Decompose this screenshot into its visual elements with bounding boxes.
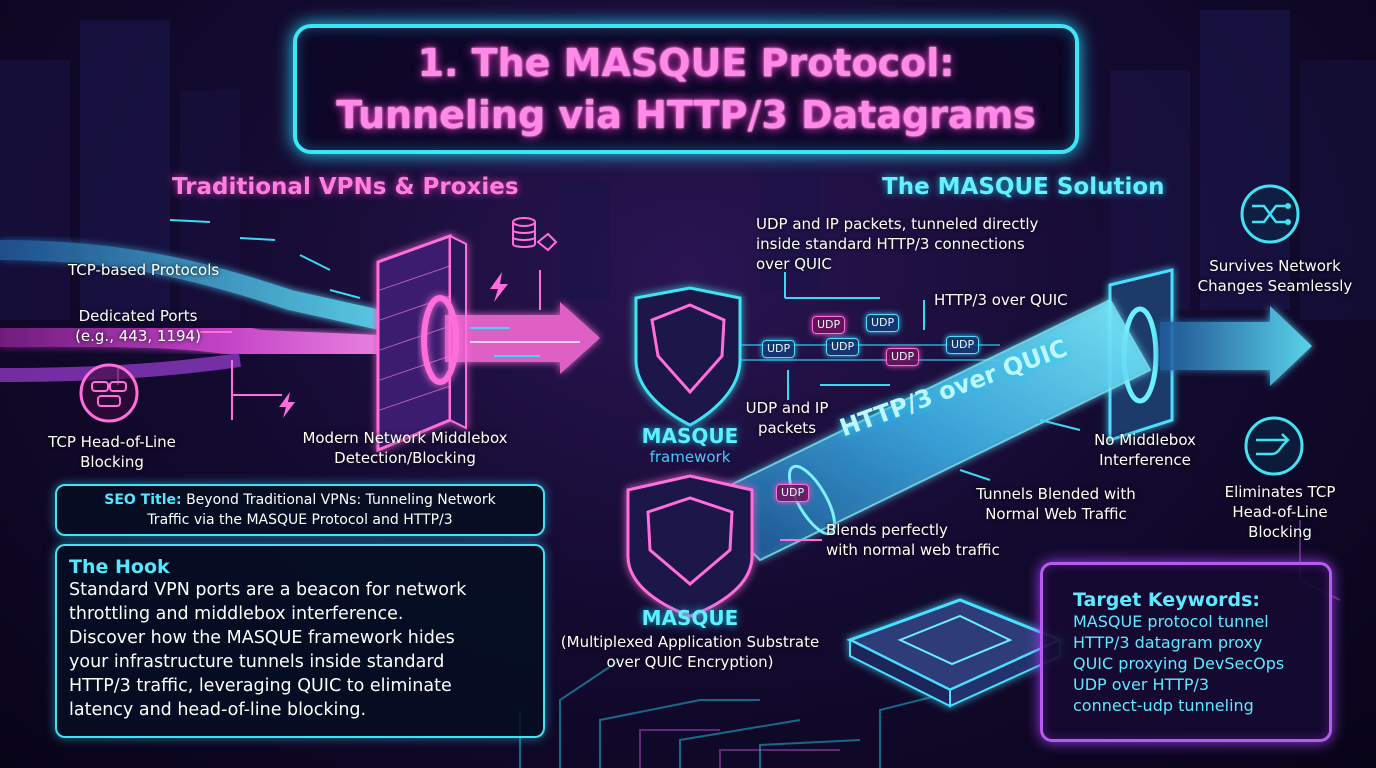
udp-packet: UDP: [826, 338, 860, 356]
hook-line-3: Discover how the MASQUE framework hides: [69, 628, 455, 648]
masque-framework-title: MASQUE: [641, 424, 739, 448]
cars-traffic-jam-icon: [78, 362, 140, 424]
keywords-title: Target Keywords:: [1073, 589, 1261, 611]
title-line-2: Tunneling via HTTP/3 Datagrams: [336, 93, 1036, 137]
keyword-item: QUIC proxying DevSecOps: [1073, 654, 1285, 673]
seo-title-panel: SEO Title: Beyond Traditional VPNs: Tunn…: [55, 484, 545, 536]
udp-ip-packets-label: UDP and IP packets: [732, 398, 842, 438]
title-line-1: 1. The MASQUE Protocol:: [417, 41, 955, 85]
hook-line-2: throttling and middlebox interference.: [69, 604, 404, 624]
ports-line-1: Dedicated Ports: [78, 307, 198, 325]
eliminates-line-3: Blocking: [1248, 523, 1312, 541]
hook-line-1: Standard VPN ports are a beacon for netw…: [69, 580, 467, 600]
udp-packet: UDP: [866, 314, 900, 332]
masque-title: MASQUE: [641, 606, 739, 630]
seo-title-text: SEO Title: Beyond Traditional VPNs: Tunn…: [104, 490, 496, 530]
no-middlebox-line-2: Interference: [1099, 451, 1191, 469]
hol-line-1: TCP Head-of-Line: [48, 433, 176, 451]
udp-ip-tunneled-label: UDP and IP packets, tunneled directly in…: [756, 214, 1038, 274]
keyword-item: UDP over HTTP/3: [1073, 675, 1210, 694]
eliminates-line-2: Head-of-Line: [1232, 503, 1328, 521]
keyword-item: MASQUE protocol tunnel: [1073, 612, 1269, 631]
seo-line-2: Traffic via the MASQUE Protocol and HTTP…: [147, 512, 453, 528]
dedicated-ports-label: Dedicated Ports (e.g., 443, 1194): [60, 306, 216, 346]
hook-title: The Hook: [69, 556, 170, 578]
lightning-bolt-icon-small: [276, 392, 298, 418]
udp-ip-line-2: inside standard HTTP/3 connections: [756, 235, 1025, 253]
network-shuffle-icon: [1238, 182, 1302, 246]
keyword-item: HTTP/3 datagram proxy: [1073, 633, 1263, 652]
udp-ip-line-1: UDP and IP packets, tunneled directly: [756, 215, 1039, 233]
http3-quic-label: HTTP/3 over QUIC: [934, 291, 1068, 309]
merge-arrows-icon: [1242, 414, 1306, 478]
keyword-item: connect-udp tunneling: [1073, 696, 1254, 715]
masque-solution-heading: The MASQUE Solution: [882, 174, 1165, 200]
udp-packet-tube: UDP: [776, 484, 810, 502]
no-middlebox-label: No Middlebox Interference: [1070, 430, 1220, 470]
seo-line-1: Beyond Traditional VPNs: Tunneling Netwo…: [186, 492, 496, 508]
eliminates-label: Eliminates TCP Head-of-Line Blocking: [1200, 482, 1360, 542]
title-banner: 1. The MASQUE Protocol: Tunneling via HT…: [293, 24, 1079, 154]
hol-blocking-label: TCP Head-of-Line Blocking: [32, 432, 192, 472]
database-stack-icon: [508, 214, 558, 266]
udp-packets-line-2: packets: [757, 419, 817, 437]
tunnels-line-2: Normal Web Traffic: [985, 505, 1127, 523]
traditional-heading: Traditional VPNs & Proxies: [172, 174, 519, 200]
lightning-bolt-icon: [486, 272, 512, 302]
udp-packet: UDP: [762, 340, 796, 358]
udp-ip-line-3: over QUIC: [756, 255, 832, 273]
middlebox-label: Modern Network Middlebox Detection/Block…: [280, 428, 530, 468]
middlebox-line-2: Detection/Blocking: [334, 449, 476, 467]
ports-line-2: (e.g., 443, 1194): [75, 327, 201, 345]
survives-label: Survives Network Changes Seamlessly: [1180, 256, 1370, 296]
hook-line-5: HTTP/3 traffic, leveraging QUIC to elimi…: [69, 676, 452, 696]
survives-line-2: Changes Seamlessly: [1197, 277, 1353, 295]
udp-packet: UDP: [812, 316, 846, 334]
tunnels-blended-label: Tunnels Blended with Normal Web Traffic: [956, 484, 1156, 524]
masque-framework-sub: framework: [649, 448, 731, 466]
no-middlebox-line-1: No Middlebox: [1094, 431, 1196, 449]
masque-line-2: over QUIC Encryption): [606, 653, 774, 671]
hol-line-2: Blocking: [80, 453, 144, 471]
hook-line-4: your infrastructure tunnels inside stand…: [69, 652, 445, 672]
keywords-panel: Target Keywords: MASQUE protocol tunnel …: [1040, 562, 1332, 742]
survives-line-1: Survives Network: [1209, 257, 1341, 275]
hook-panel: The Hook Standard VPN ports are a beacon…: [55, 544, 545, 738]
blends-line-2: with normal web traffic: [826, 541, 1000, 559]
tcp-protocols-label: TCP-based Protocols: [68, 261, 220, 279]
udp-packets-line-1: UDP and IP: [745, 399, 829, 417]
seo-label: SEO Title:: [104, 492, 182, 508]
middlebox-line-1: Modern Network Middlebox: [302, 429, 508, 447]
blends-line-1: Blends perfectly: [826, 521, 948, 539]
udp-packet: UDP: [886, 348, 920, 366]
masque-line-1: (Multiplexed Application Substrate: [560, 633, 820, 651]
hook-line-6: latency and head-of-line blocking.: [69, 700, 367, 720]
udp-packet: UDP: [946, 336, 980, 354]
eliminates-line-1: Eliminates TCP: [1224, 483, 1336, 501]
tunnels-line-1: Tunnels Blended with: [976, 485, 1136, 503]
blends-perfectly-label: Blends perfectly with normal web traffic: [826, 520, 1000, 560]
masque-expansion: (Multiplexed Application Substrate over …: [540, 632, 840, 672]
